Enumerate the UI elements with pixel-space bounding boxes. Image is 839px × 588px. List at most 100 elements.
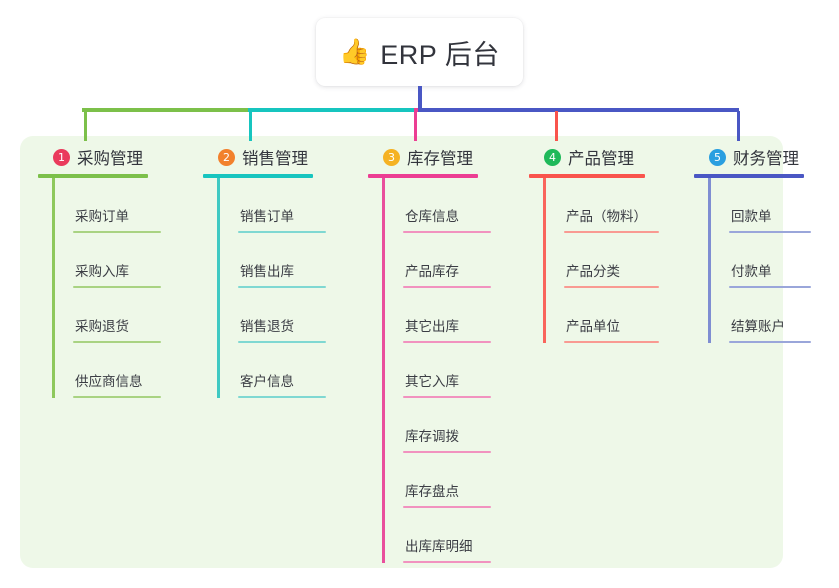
leaf-item[interactable]: 销售订单 <box>217 178 353 233</box>
leaf-label: 产品（物料） <box>566 208 647 224</box>
leaf-label: 产品单位 <box>566 318 620 334</box>
branch-spine <box>708 178 711 343</box>
root-node[interactable]: 👍 ERP 后台 <box>316 18 523 86</box>
leaf-rule <box>403 285 491 288</box>
leaf-item[interactable]: 供应商信息 <box>52 343 188 398</box>
leaf-label: 其它入库 <box>405 373 459 389</box>
branch-drop-5 <box>737 111 740 141</box>
branch-drop-1 <box>84 111 87 141</box>
leaf-rule <box>403 340 491 343</box>
leaf-item[interactable]: 销售出库 <box>217 233 353 288</box>
leaf-item[interactable]: 库存盘点 <box>382 453 518 508</box>
leaf-rule <box>73 340 161 343</box>
leaf-label: 库存盘点 <box>405 483 459 499</box>
leaf-rule <box>238 285 326 288</box>
branch-children: 仓库信息产品库存其它出库其它入库库存调拨库存盘点出库库明细 <box>382 178 518 563</box>
branch-number-badge: 3 <box>383 148 400 166</box>
branch-rule <box>368 174 478 178</box>
leaf-label: 回款单 <box>731 208 772 224</box>
leaf-item[interactable]: 采购入库 <box>52 233 188 288</box>
branch-drop-3 <box>414 111 417 141</box>
leaf-item[interactable]: 产品（物料） <box>543 178 689 233</box>
bus-segment-1 <box>82 108 248 112</box>
leaf-label: 产品分类 <box>566 263 620 279</box>
leaf-label: 库存调拨 <box>405 428 459 444</box>
branch-number-badge: 2 <box>218 148 235 166</box>
leaf-rule <box>403 505 491 508</box>
leaf-item[interactable]: 销售退货 <box>217 288 353 343</box>
leaf-label: 采购退货 <box>75 318 129 334</box>
leaf-rule <box>238 230 326 233</box>
leaf-item[interactable]: 其它出库 <box>382 288 518 343</box>
branch-rule <box>529 174 645 178</box>
leaf-item[interactable]: 客户信息 <box>217 343 353 398</box>
branch-drop-2 <box>249 111 252 141</box>
bus-segment-3 <box>414 108 418 112</box>
branch-drop-4 <box>555 111 558 141</box>
branch-spine <box>543 178 546 343</box>
branch-number-badge: 1 <box>53 148 70 166</box>
branch-label: 财务管理 <box>733 150 799 168</box>
leaf-item[interactable]: 仓库信息 <box>382 178 518 233</box>
bus-segment-2 <box>248 108 414 112</box>
leaf-label: 销售出库 <box>240 263 294 279</box>
leaf-label: 出库库明细 <box>405 538 473 554</box>
leaf-item[interactable]: 库存调拨 <box>382 398 518 453</box>
leaf-rule <box>238 395 326 398</box>
branch-column-1: 1 采购管理采购订单采购入库采购退货供应商信息 <box>38 145 188 398</box>
branch-header-3[interactable]: 3 库存管理 <box>368 145 518 169</box>
leaf-label: 供应商信息 <box>75 373 143 389</box>
leaf-item[interactable]: 结算账户 <box>708 288 824 343</box>
leaf-rule <box>73 285 161 288</box>
branch-column-3: 3 库存管理仓库信息产品库存其它出库其它入库库存调拨库存盘点出库库明细 <box>368 145 518 563</box>
leaf-rule <box>403 395 491 398</box>
branch-label: 库存管理 <box>407 150 473 168</box>
leaf-label: 采购订单 <box>75 208 129 224</box>
leaf-label: 采购入库 <box>75 263 129 279</box>
leaf-item[interactable]: 出库库明细 <box>382 508 518 563</box>
branch-number-badge: 4 <box>544 148 561 166</box>
branch-rule <box>203 174 313 178</box>
leaf-rule <box>729 285 811 288</box>
leaf-rule <box>403 230 491 233</box>
branch-rule <box>38 174 148 178</box>
leaf-label: 仓库信息 <box>405 208 459 224</box>
root-title: ERP 后台 <box>380 39 500 70</box>
leaf-item[interactable]: 采购订单 <box>52 178 188 233</box>
root-stem-connector <box>418 86 422 111</box>
leaf-item[interactable]: 产品分类 <box>543 233 689 288</box>
leaf-rule <box>238 340 326 343</box>
branch-spine <box>382 178 385 563</box>
leaf-rule <box>729 340 811 343</box>
branch-children: 采购订单采购入库采购退货供应商信息 <box>52 178 188 398</box>
leaf-item[interactable]: 付款单 <box>708 233 824 288</box>
leaf-item[interactable]: 其它入库 <box>382 343 518 398</box>
leaf-label: 付款单 <box>731 263 772 279</box>
branch-spine <box>217 178 220 398</box>
leaf-rule <box>564 340 659 343</box>
leaf-item[interactable]: 产品单位 <box>543 288 689 343</box>
branch-rule <box>694 174 804 178</box>
leaf-label: 销售订单 <box>240 208 294 224</box>
leaf-label: 其它出库 <box>405 318 459 334</box>
bus-segment-4 <box>418 108 739 112</box>
leaf-item[interactable]: 产品库存 <box>382 233 518 288</box>
branch-label: 采购管理 <box>77 150 143 168</box>
leaf-label: 产品库存 <box>405 263 459 279</box>
branch-children: 产品（物料） 产品分类产品单位 <box>543 178 689 343</box>
branches-panel <box>20 136 783 568</box>
branch-children: 销售订单销售出库销售退货客户信息 <box>217 178 353 398</box>
leaf-rule <box>564 285 659 288</box>
leaf-item[interactable]: 采购退货 <box>52 288 188 343</box>
leaf-item[interactable]: 回款单 <box>708 178 824 233</box>
branch-header-1[interactable]: 1 采购管理 <box>38 145 188 169</box>
leaf-rule <box>403 560 491 563</box>
branch-children: 回款单付款单结算账户 <box>708 178 824 343</box>
